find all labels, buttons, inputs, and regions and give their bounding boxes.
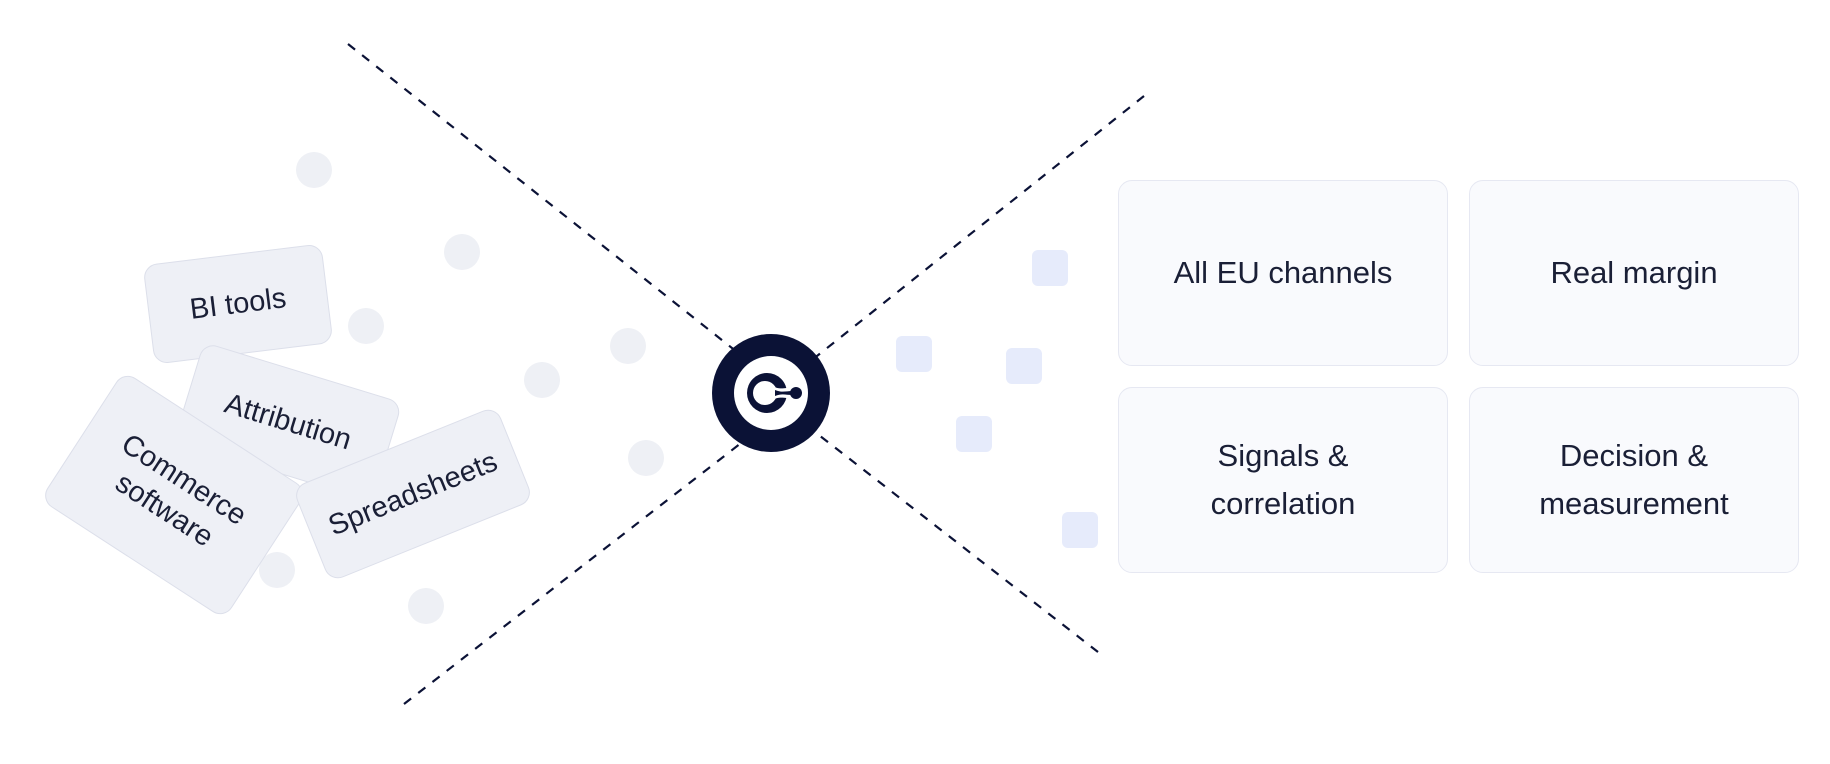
source-label: BI tools xyxy=(188,282,288,326)
dashed-line-top-left xyxy=(347,43,738,353)
scatter-dot xyxy=(408,588,444,624)
scatter-dot xyxy=(610,328,646,364)
scatter-dot xyxy=(296,152,332,188)
output-label: Real margin xyxy=(1550,254,1718,290)
scatter-dot xyxy=(348,308,384,344)
scatter-square xyxy=(1006,348,1042,384)
output-decision-measurement: Decision & measurement xyxy=(1469,387,1799,573)
scatter-square xyxy=(896,336,932,372)
output-signals-correlation: Signals & correlation xyxy=(1118,387,1448,573)
scatter-dot xyxy=(259,552,295,588)
output-label: Signals & correlation xyxy=(1210,437,1356,521)
dashed-line-top-right xyxy=(811,95,1145,361)
brand-logo xyxy=(712,334,830,452)
scatter-dot xyxy=(628,440,664,476)
output-all-eu-channels: All EU channels xyxy=(1118,180,1448,366)
dashed-line-bottom-right xyxy=(814,431,1099,653)
source-label: Commerce software xyxy=(109,427,253,554)
output-label: Decision & measurement xyxy=(1539,437,1729,521)
output-real-margin: Real margin xyxy=(1469,180,1799,366)
output-label: All EU channels xyxy=(1173,254,1393,290)
scatter-dot xyxy=(524,362,560,398)
scatter-dot xyxy=(444,234,480,270)
scatter-square xyxy=(1032,250,1068,286)
scatter-square xyxy=(1062,512,1098,548)
brand-logo-icon xyxy=(734,356,808,430)
scatter-square xyxy=(956,416,992,452)
